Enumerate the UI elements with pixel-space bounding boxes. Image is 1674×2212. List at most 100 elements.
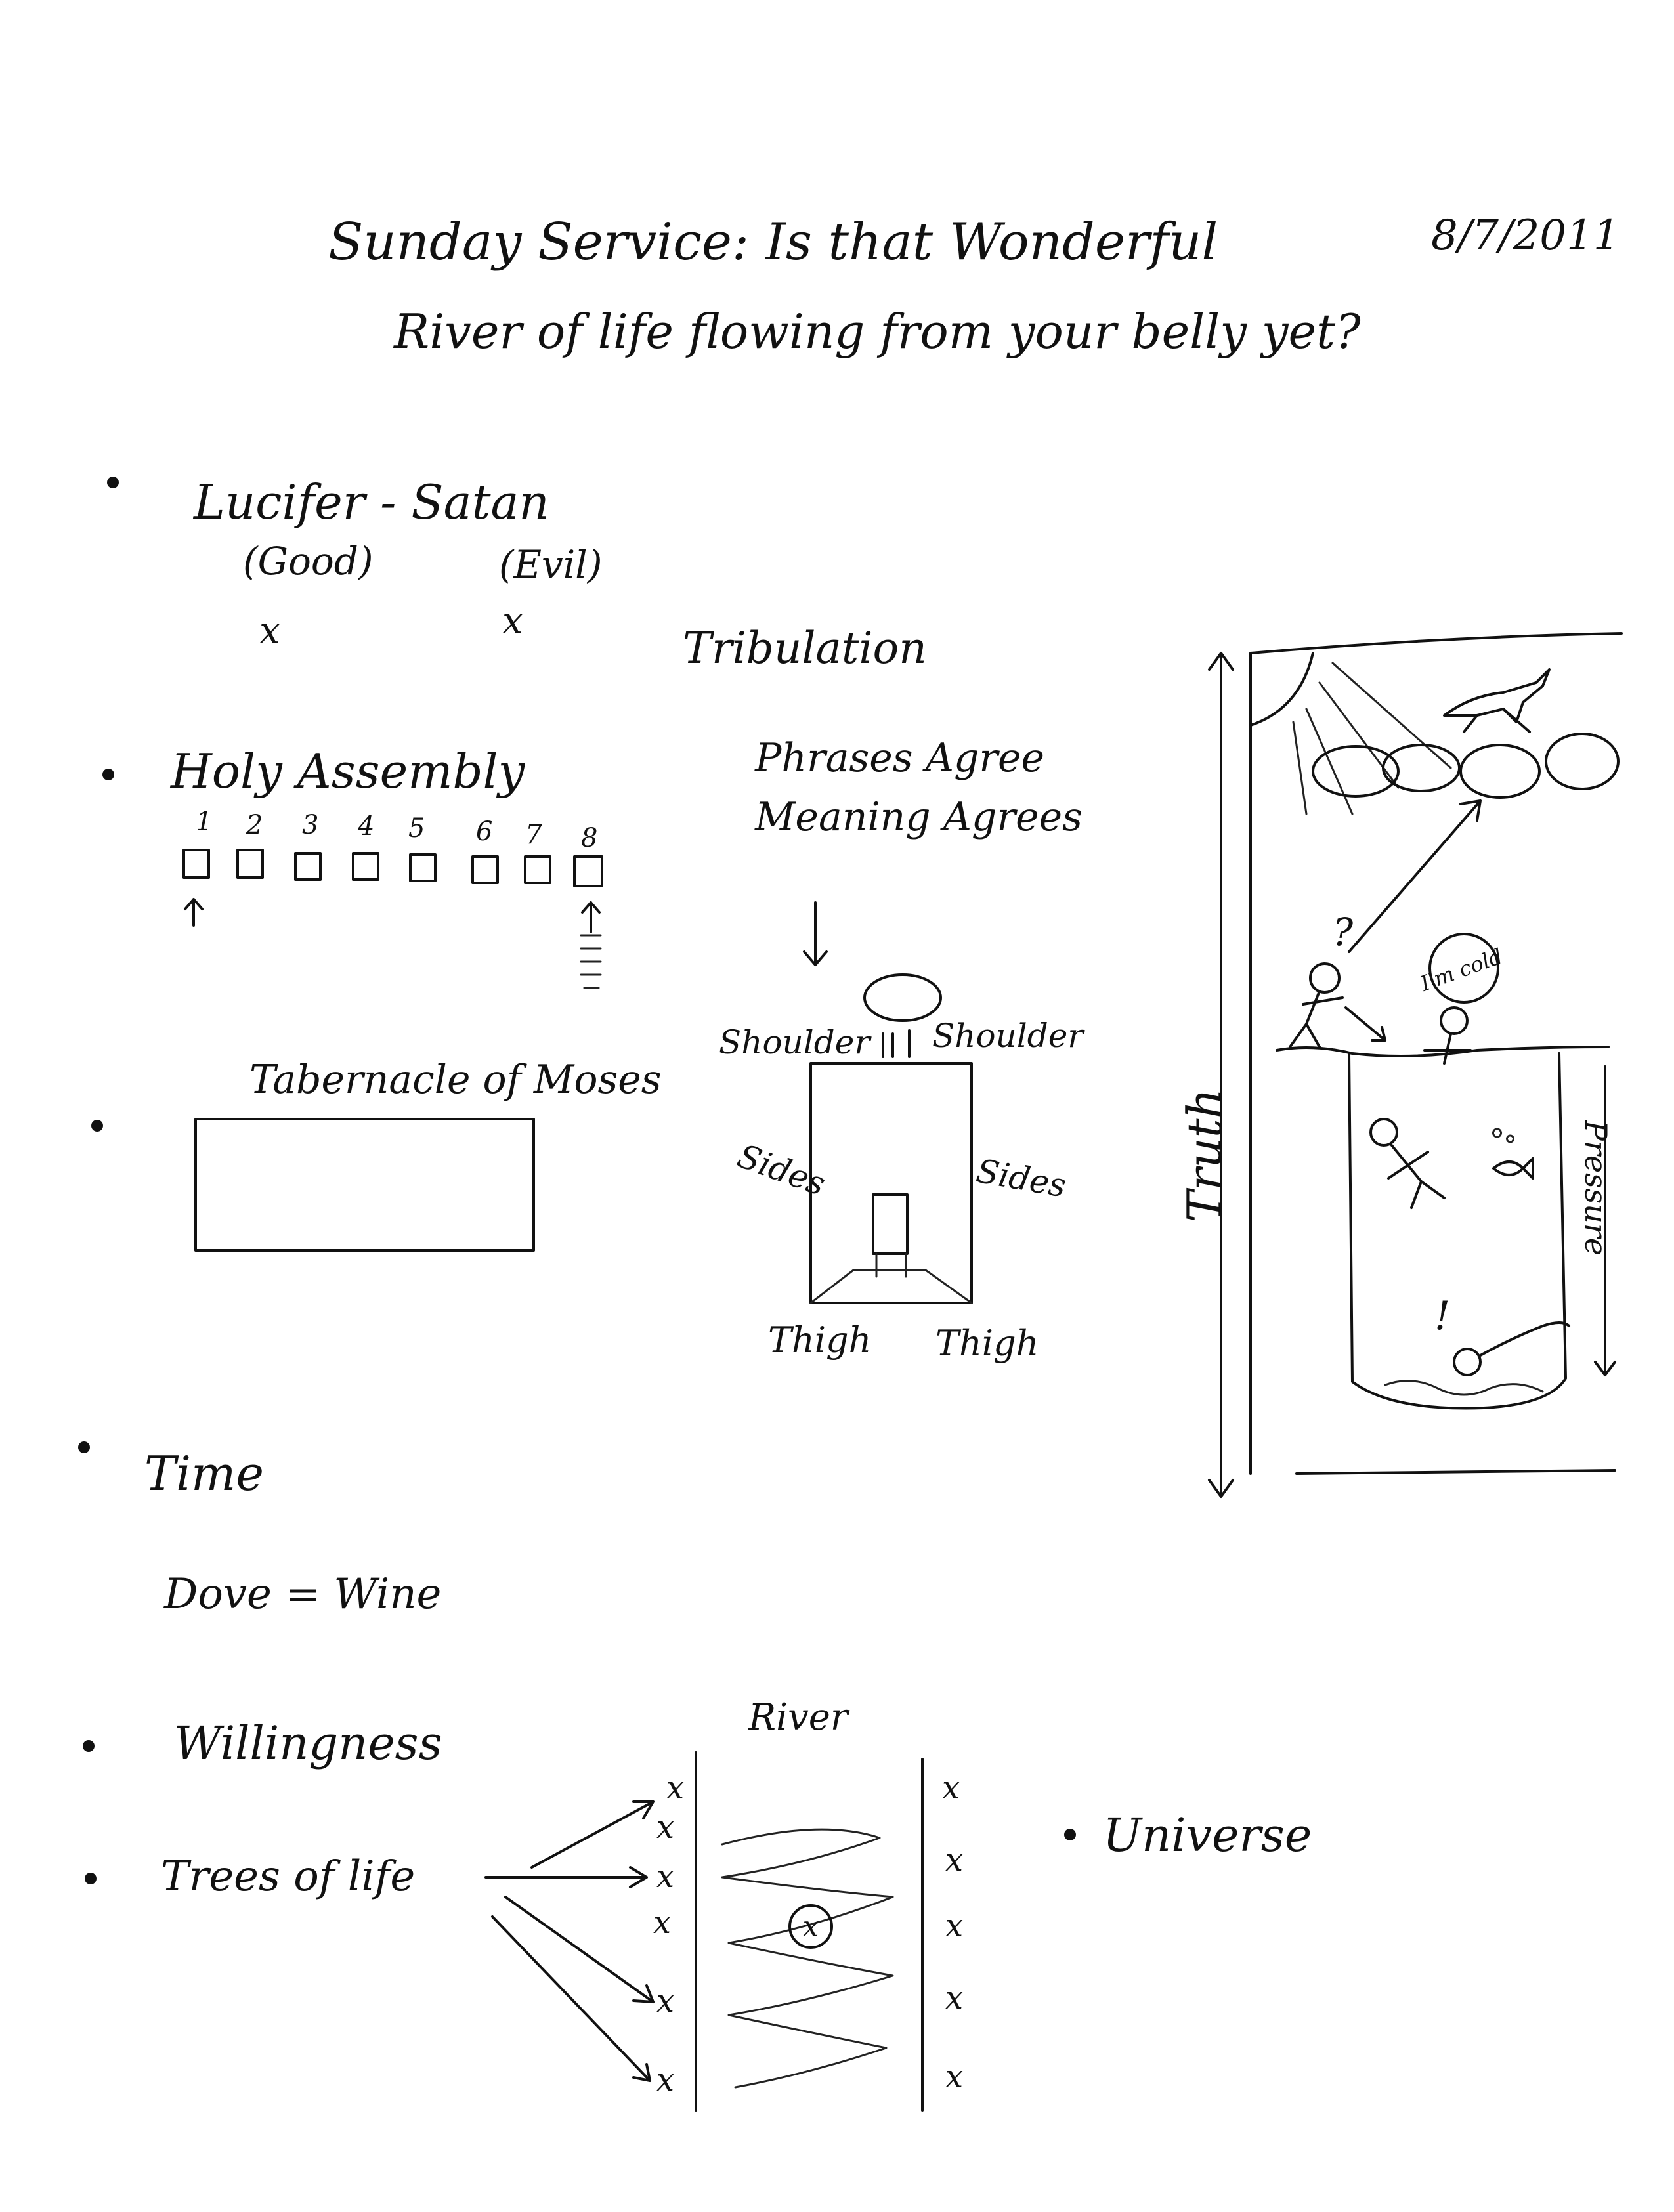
x-mark: x: [803, 1910, 819, 1944]
seat-box: [524, 855, 551, 884]
tree-arrow: [491, 1915, 651, 2082]
river-diagram: River x x x x x x x x x x x x: [484, 1696, 963, 2112]
time-label: Time: [144, 1446, 264, 1501]
river-current: [721, 1828, 894, 2089]
ascend-arrow: [1348, 799, 1482, 953]
assembly-row: 1 2 3 4 5 6 7 8: [182, 807, 603, 989]
river-center-circle: [788, 1904, 833, 1949]
assembly-number: 8: [581, 823, 597, 853]
down-arrow: [803, 901, 828, 966]
throne-base: [809, 1252, 973, 1304]
evil-label: (Evil): [499, 542, 602, 587]
x-mark: x: [656, 1809, 674, 1846]
cloud: [1459, 744, 1541, 799]
eye-creature: [1453, 1348, 1482, 1376]
tree-arrow: [484, 1866, 648, 1888]
bullet: [107, 477, 119, 488]
x-mark: x: [656, 1983, 674, 2020]
stick-body: [1423, 1032, 1472, 1065]
head-oval: [863, 973, 942, 1022]
assembly-number: 2: [246, 810, 263, 840]
meaning-agrees: Meaning Agrees: [754, 794, 1083, 840]
stick-head: [1369, 1118, 1398, 1147]
bullet: [91, 1120, 103, 1132]
question-mark: ?: [1333, 910, 1354, 954]
seat-box: [409, 853, 437, 882]
bullet: [85, 1873, 97, 1884]
im-cold-bubble: [1428, 933, 1499, 1004]
water-line: [1276, 1046, 1610, 1057]
truth-label: Truth: [1177, 1088, 1232, 1222]
lucifer-satan: Lucifer - Satan: [192, 475, 549, 530]
x-mark: x: [656, 1858, 674, 1895]
sun-arc: [1249, 652, 1314, 727]
good-label: (Good): [243, 539, 374, 584]
cloud: [1312, 745, 1400, 798]
throne-seat: [872, 1193, 909, 1255]
page-title-line2: River of life flowing from your belly ye…: [393, 304, 1361, 359]
trees-of-life: Trees of life: [161, 1852, 415, 1901]
sides-left: Sides: [733, 1137, 830, 1204]
x-mark: x: [656, 2062, 674, 2098]
assembly-number: 6: [476, 817, 492, 847]
tree-arrow: [530, 1800, 655, 1869]
thigh-left: Thigh: [768, 1319, 871, 1361]
pit: [1348, 1052, 1567, 1410]
pressure-arrow: [1594, 1065, 1616, 1376]
pressure-label: Pressure: [1578, 1120, 1614, 1256]
page-title-line1: Sunday Service: Is that Wonderful: [328, 213, 1218, 272]
neck-marks: [882, 1029, 911, 1058]
seat-box: [182, 849, 210, 879]
x-mark: x: [259, 610, 280, 652]
x-mark: x: [653, 1904, 671, 1941]
x-mark: x: [945, 1842, 963, 1879]
universe: Universe: [1103, 1808, 1312, 1862]
tabernacle-box: [194, 1118, 535, 1252]
phrases-agree: Phrases Agree: [754, 735, 1044, 781]
stick-body: [1387, 1144, 1446, 1209]
bullet: [83, 1740, 95, 1752]
frame: [1249, 632, 1623, 1475]
pit-rocks: [1384, 1380, 1544, 1396]
stick-head: [1440, 1006, 1469, 1035]
body-outline: [809, 1062, 973, 1304]
stick-head: [1309, 962, 1341, 994]
x-mark: x: [942, 1770, 960, 1806]
bullet: [102, 769, 114, 780]
x-mark: x: [945, 1907, 963, 1944]
assembly-number: 4: [357, 811, 374, 841]
seat-box: [471, 855, 499, 884]
assembly-number: 1: [196, 807, 212, 837]
fish: [1492, 1157, 1534, 1180]
cloud: [1545, 733, 1620, 790]
seat-box: [236, 849, 264, 879]
assembly-number: 7: [525, 820, 542, 850]
sides-right: Sides: [974, 1152, 1069, 1205]
assembly-number: 3: [302, 810, 318, 840]
dove-wine: Dove = Wine: [163, 1570, 441, 1619]
step-arrow: [1344, 1006, 1386, 1042]
willingness: Willingness: [174, 1716, 442, 1770]
x-mark: x: [502, 600, 523, 643]
tabernacle-label: Tabernacle of Moses: [249, 1057, 662, 1103]
stack-lines: [580, 934, 602, 989]
bubbles: [1492, 1128, 1514, 1143]
date: 8/7/2011: [1431, 211, 1620, 260]
assembly-number: 5: [408, 813, 425, 843]
seat-box: [352, 852, 379, 881]
up-arrow: [581, 901, 601, 933]
stick-body: [1289, 990, 1344, 1048]
seat-box: [573, 855, 603, 887]
x-mark: x: [945, 1980, 963, 2016]
river-label: River: [748, 1696, 850, 1739]
serpent: [1479, 1321, 1570, 1357]
sun-rays: [1292, 662, 1452, 815]
shoulder-right: Shoulder: [932, 1017, 1085, 1055]
thigh-right: Thigh: [935, 1323, 1039, 1364]
shoulder-left: Shoulder: [719, 1023, 872, 1061]
bullet: [1064, 1829, 1076, 1840]
dove: [1443, 668, 1551, 733]
holy-assembly: Holy Assembly: [169, 744, 526, 799]
x-mark: x: [945, 2058, 963, 2095]
cloud: [1382, 744, 1461, 792]
